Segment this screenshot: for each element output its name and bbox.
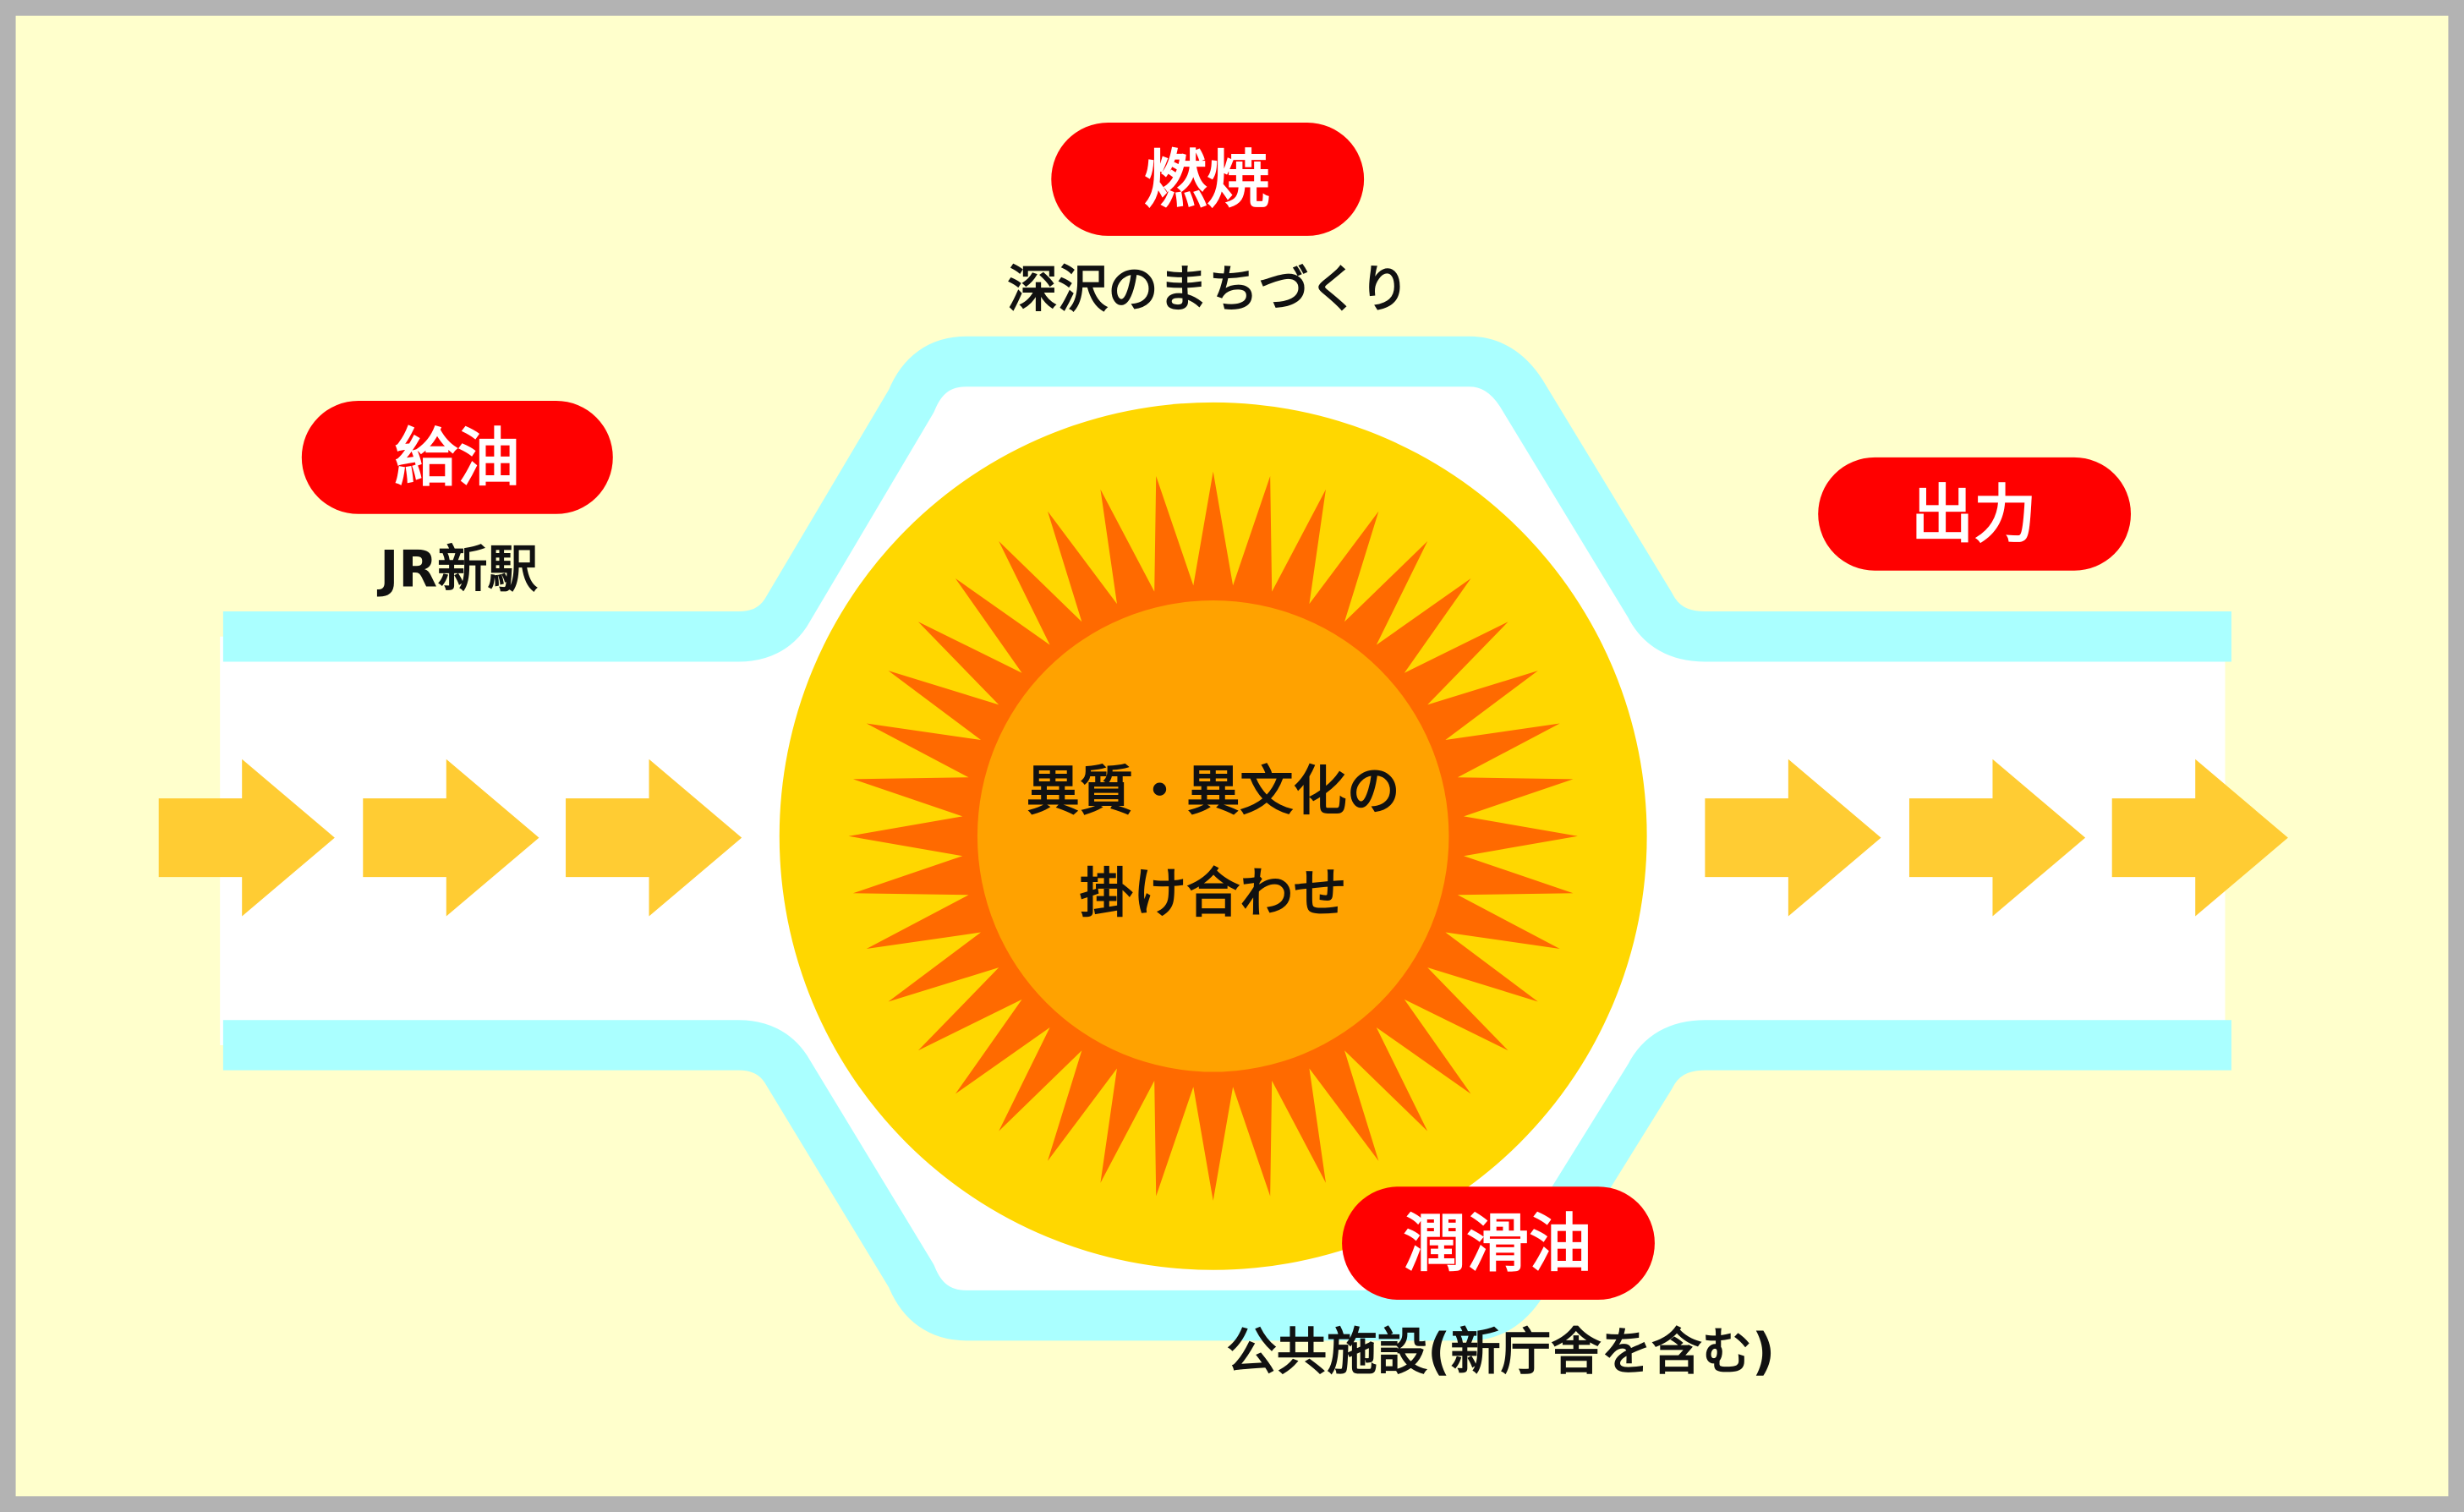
label-lubricant: 潤滑油 公共施設(新庁舎を含む) [1226, 1186, 1775, 1382]
center-text-line1: 異質・異文化の [1027, 759, 1400, 822]
flow-arrow [363, 759, 539, 917]
center-text-line2: 掛け合わせ [1080, 862, 1347, 924]
pill [1818, 457, 2132, 571]
flow-arrow [1705, 759, 1881, 917]
caption: 公共施設(新庁舎を含む) [1226, 1323, 1775, 1382]
pill [1342, 1186, 1655, 1301]
flow-arrow [1908, 759, 2086, 917]
label-combustion: 燃焼 深沢のまちづくり [1007, 123, 1410, 319]
pill-text: 潤滑油 [1404, 1207, 1592, 1280]
pill-text: 出力 [1911, 478, 2037, 551]
caption: JR新駅 [376, 540, 538, 599]
pill [301, 400, 613, 514]
pipe-bottom-wall [222, 1020, 2231, 1341]
pill-text: 燃焼 [1144, 143, 1270, 216]
caption: 深沢のまちづくり [1007, 260, 1410, 319]
flow-arrows [158, 759, 2288, 917]
pill [1051, 123, 1365, 236]
label-refuel: 給油 JR新駅 [301, 400, 613, 599]
pipe-top-wall [222, 336, 2231, 662]
pill-text: 給油 [394, 421, 520, 495]
flow-arrow [566, 759, 742, 917]
flow-arrow [2111, 759, 2288, 917]
flow-arrow [158, 759, 335, 917]
label-output: 出力 [1818, 457, 2132, 571]
burst-center [977, 600, 1449, 1072]
